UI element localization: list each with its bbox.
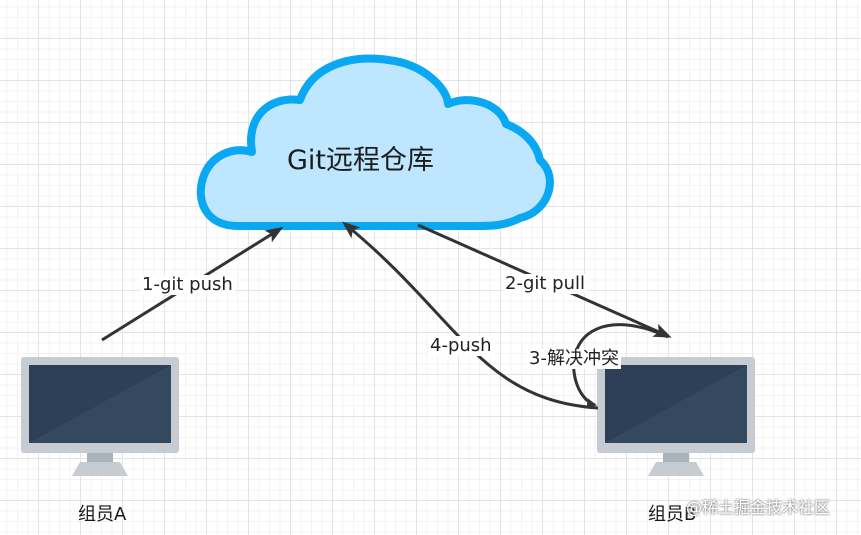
computer-a-label: 组员A (78, 504, 127, 525)
edge-2-label: 2-git pull (503, 273, 587, 294)
edge-4-label: 4-push (428, 335, 494, 356)
computer-b-stand (648, 462, 704, 476)
cloud-title: Git远程仓库 (287, 145, 435, 176)
computer-b-neck (663, 453, 689, 462)
edge-4-push-arrow[interactable] (341, 221, 599, 410)
watermark-text: @稀土掘金技术社区 (686, 498, 831, 517)
edge-3-label: 3-解决冲突 (527, 348, 621, 369)
computer-a-stand (72, 462, 128, 476)
computer-a-screen-glare (29, 365, 171, 443)
computer-a[interactable] (21, 357, 179, 476)
computer-b[interactable] (597, 357, 755, 476)
computer-a-neck (87, 453, 113, 462)
computer-b-label: 组员B (648, 504, 697, 525)
edge-1-label: 1-git push (140, 274, 235, 295)
cloud-node[interactable] (196, 54, 554, 230)
computer-b-screen-glare (605, 365, 747, 443)
cloud-shape (196, 54, 554, 230)
